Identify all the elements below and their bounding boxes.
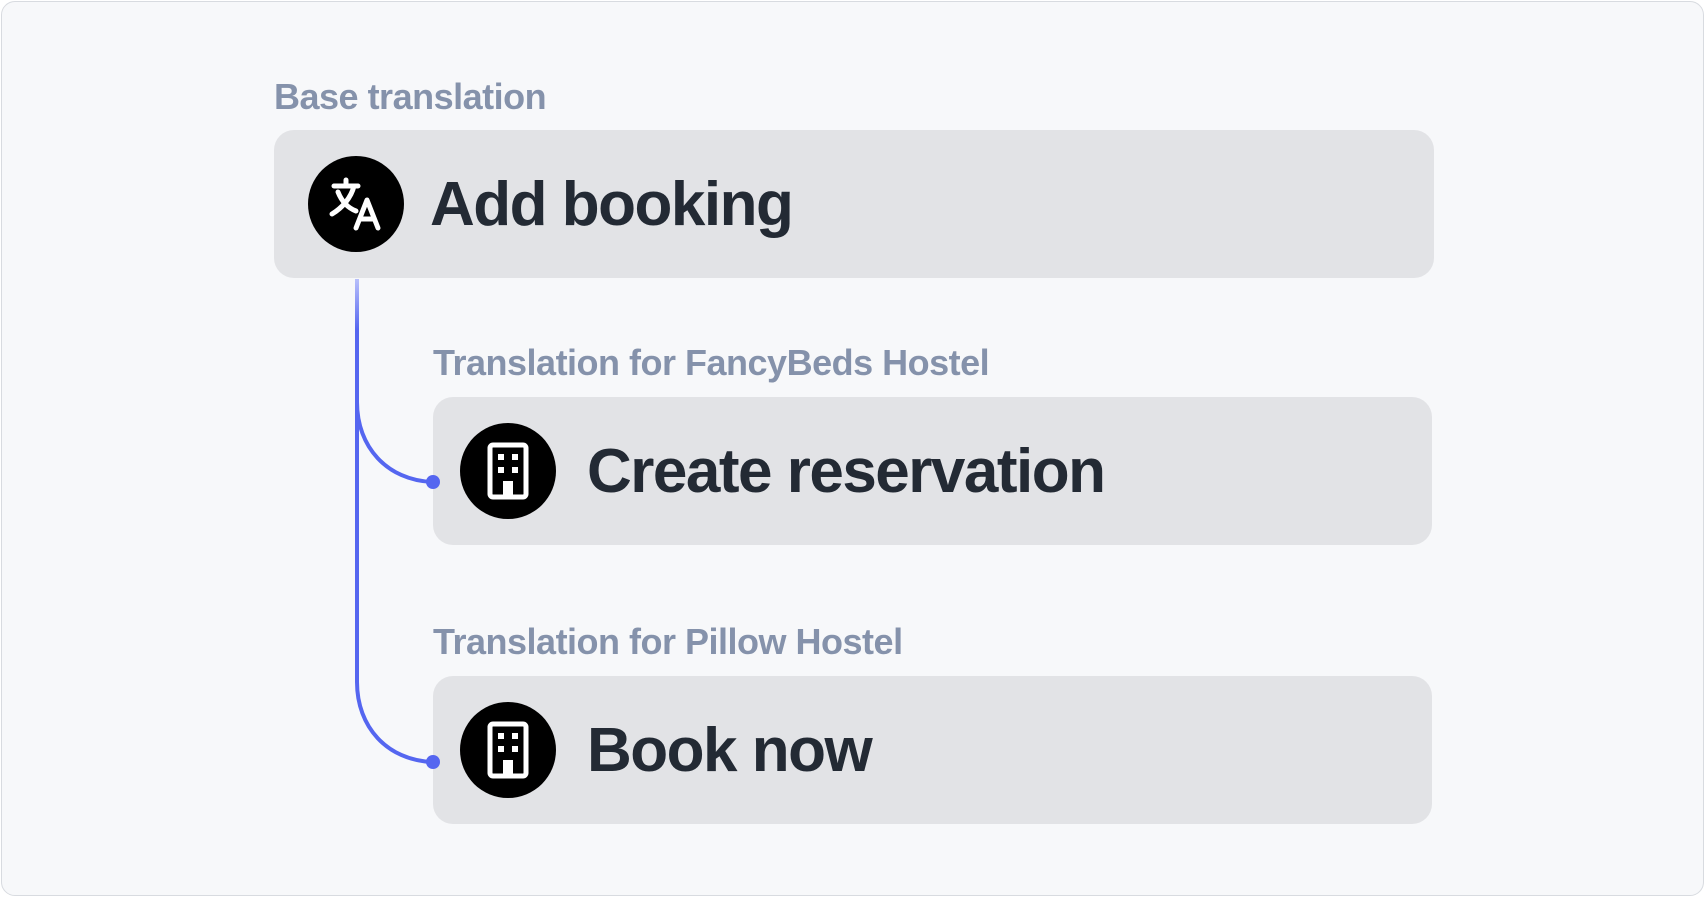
- building-icon: [460, 423, 556, 519]
- variant-label: Translation for Pillow Hostel: [433, 621, 903, 662]
- base-translation-text: Add booking: [430, 170, 794, 239]
- building-icon: [460, 702, 556, 798]
- connector-to-variant-2: [355, 402, 433, 764]
- variant-text: Book now: [587, 716, 873, 785]
- connector-dot: [426, 755, 440, 769]
- connector-to-variant-1: [355, 279, 433, 484]
- connector-dot: [426, 475, 440, 489]
- variant-text: Create reservation: [587, 437, 1106, 506]
- translate-icon: [308, 156, 404, 252]
- variant-card: Create reservation: [433, 397, 1432, 545]
- base-translation-label: Base translation: [274, 76, 547, 117]
- variant-label: Translation for FancyBeds Hostel: [433, 342, 990, 383]
- variant-card: Book now: [433, 676, 1432, 824]
- base-translation-card: Add booking: [274, 130, 1434, 278]
